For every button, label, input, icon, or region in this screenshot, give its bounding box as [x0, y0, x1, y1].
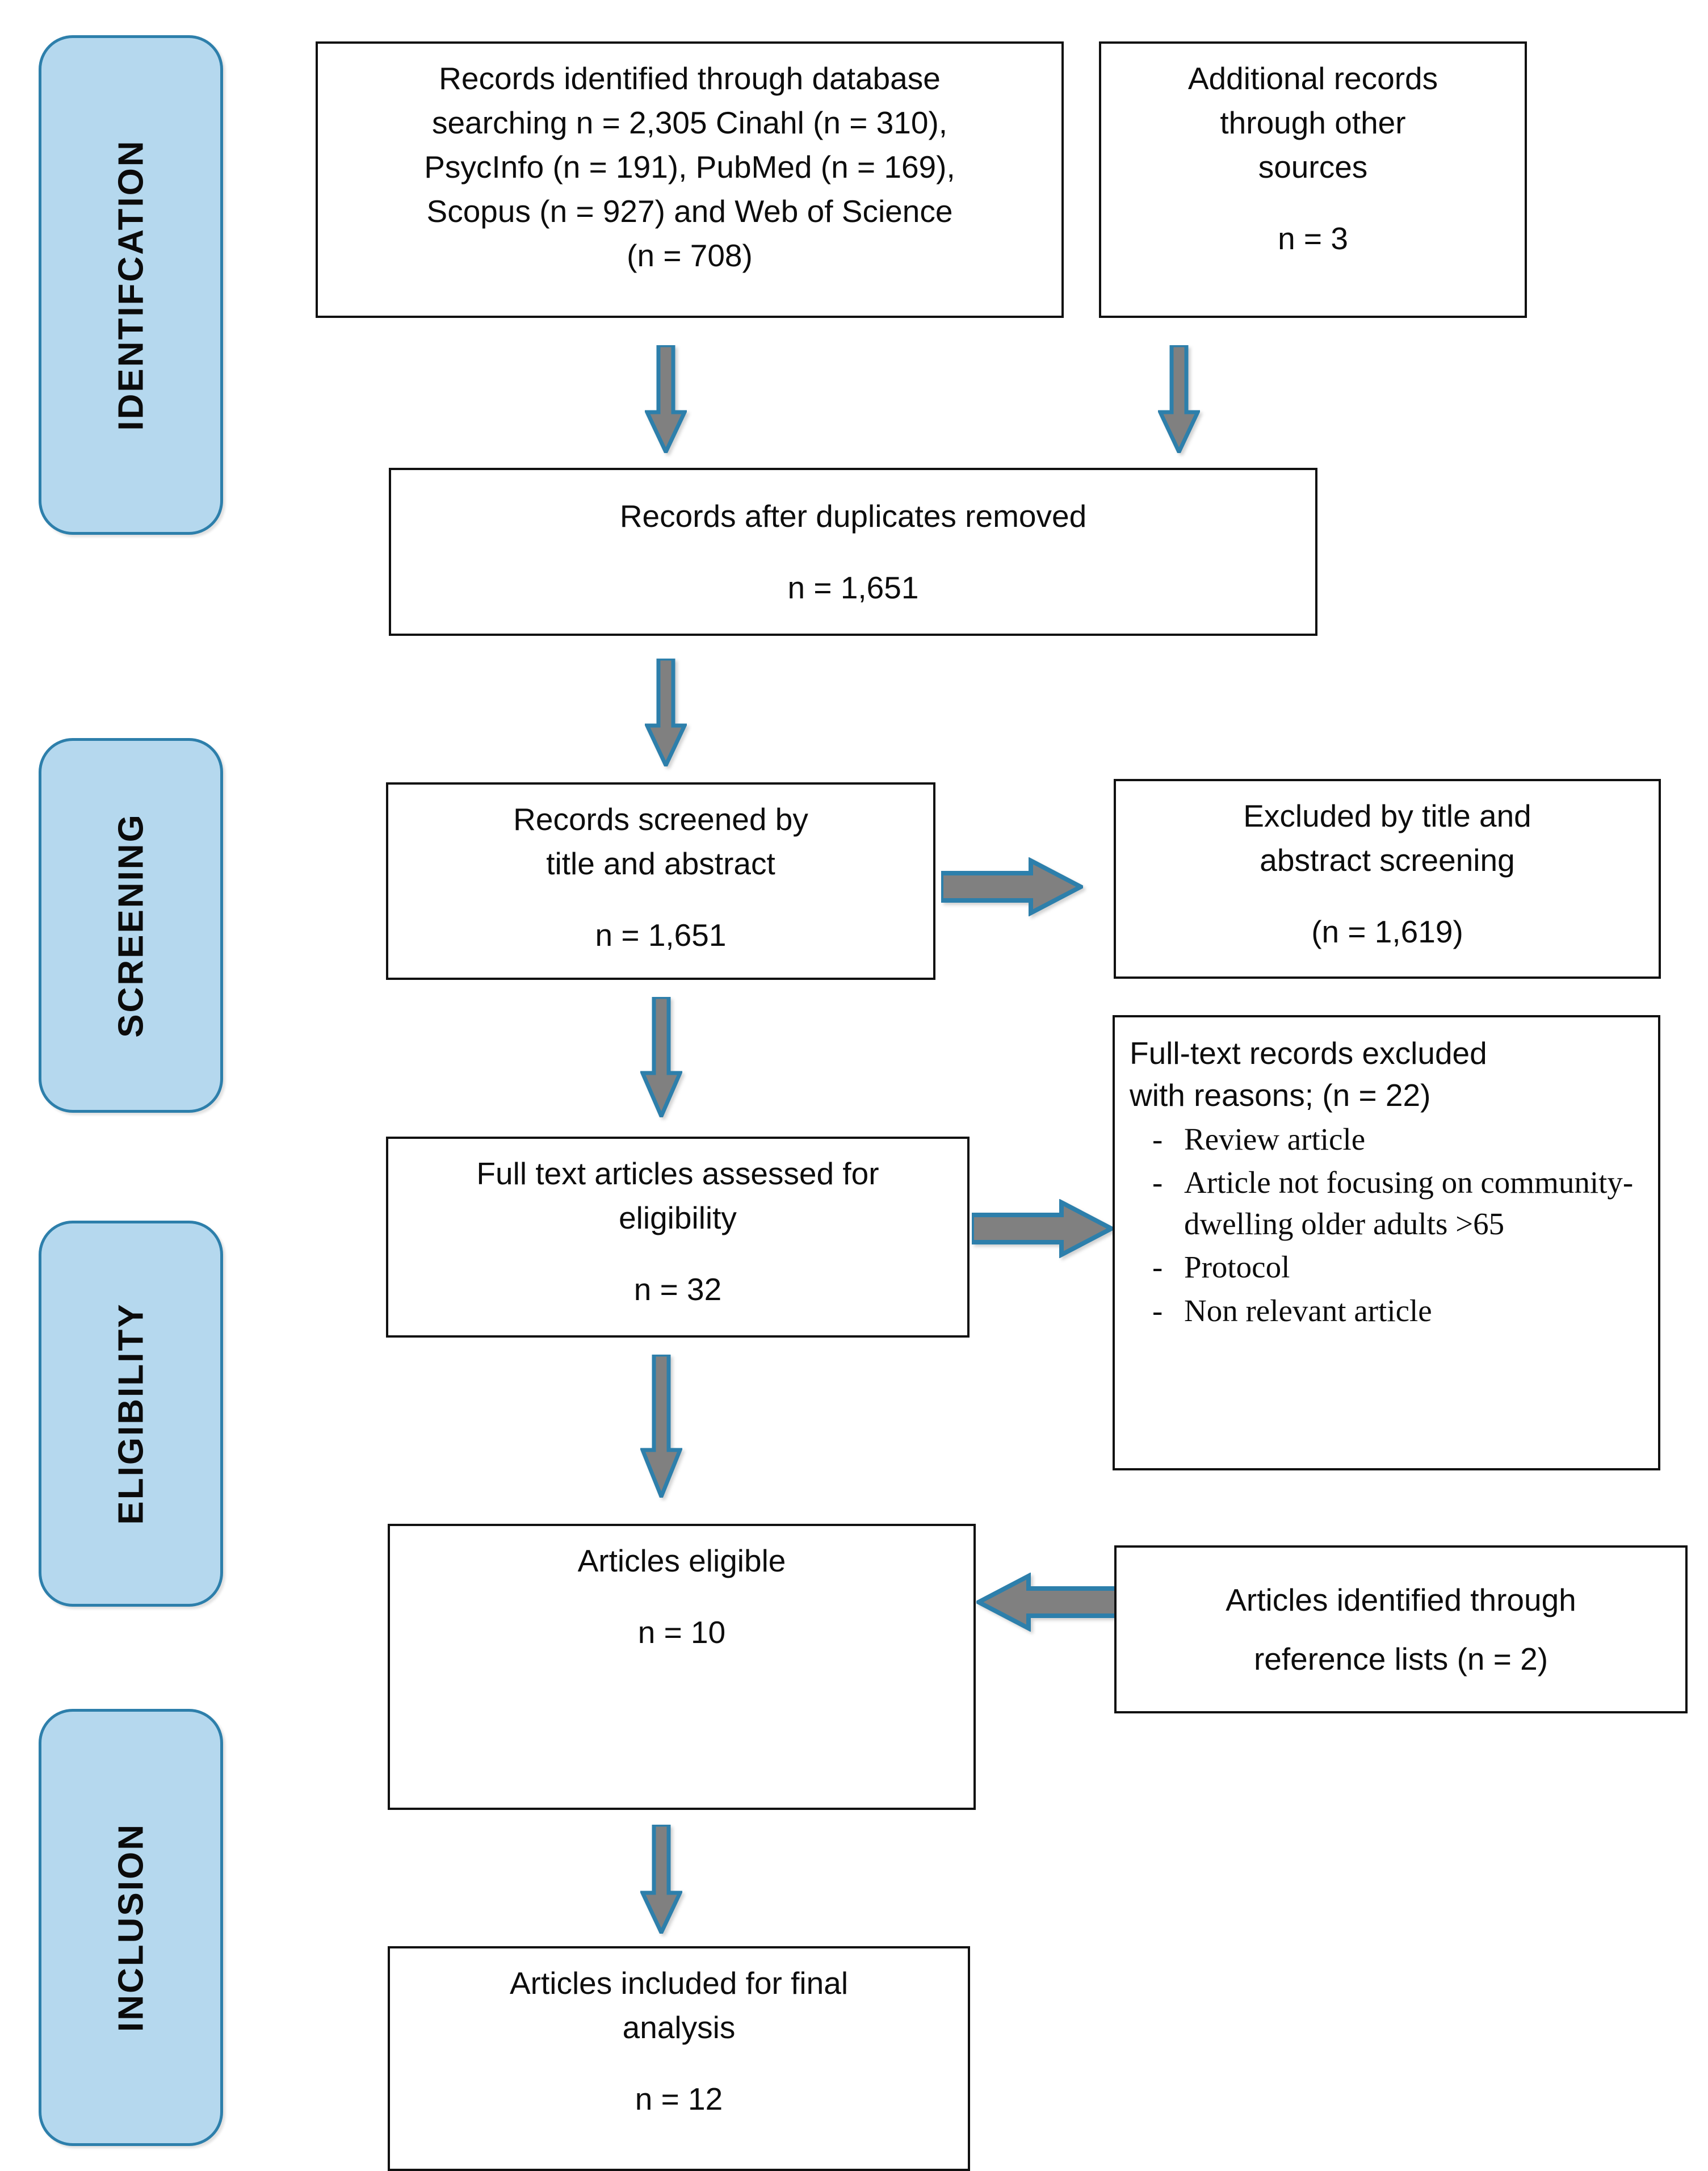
box-articles-eligible: Articles eligible n = 10 [388, 1524, 976, 1810]
arrow-down-to-final-included [640, 1825, 682, 1934]
box-records-screened: Records screened by title and abstract n… [386, 782, 935, 980]
articles-eligible-count: n = 10 [637, 1615, 726, 1650]
records-screened-count: n = 1,651 [595, 917, 727, 953]
list-item: - Review article [1130, 1119, 1647, 1160]
database-search-line4: Scopus (n = 927) and Web of Science [426, 194, 953, 229]
box-other-sources: Additional records through other sources… [1099, 41, 1527, 318]
stage-label-screening: SCREENING [111, 813, 150, 1038]
reference-lists-line2: reference lists (n = 2) [1253, 1641, 1548, 1677]
stage-pill-identification: IDENTIFCATION [39, 35, 223, 535]
arrow-left-from-reference-lists [976, 1573, 1118, 1632]
excluded-screening-line2: abstract screening [1260, 843, 1515, 878]
articles-eligible-line1: Articles eligible [577, 1543, 786, 1578]
box-final-included: Articles included for final analysis n =… [388, 1946, 970, 2171]
box-excluded-screening: Excluded by title and abstract screening… [1114, 779, 1661, 979]
fulltext-excluded-head-line1: Full-text records excluded [1130, 1036, 1487, 1071]
stage-pill-screening: SCREENING [39, 738, 223, 1113]
box-database-search: Records identified through database sear… [316, 41, 1064, 318]
database-search-line2: searching n = 2,305 Cinahl (n = 310), [431, 105, 948, 141]
dash-bullet: - [1152, 1121, 1163, 1156]
reason-text: Article not focusing on community-dwelli… [1184, 1165, 1634, 1241]
reason-text: Review article [1184, 1121, 1366, 1156]
stage-label-inclusion: INCLUSION [111, 1823, 150, 2032]
box-reference-lists: Articles identified through reference li… [1114, 1545, 1688, 1713]
duplicates-removed-count: n = 1,651 [787, 570, 919, 605]
box-fulltext-excluded: Full-text records excluded with reasons;… [1113, 1015, 1660, 1470]
reason-text: Non relevant article [1184, 1293, 1432, 1328]
list-item: - Protocol [1130, 1247, 1647, 1288]
arrow-down-to-articles-eligible [640, 1355, 682, 1498]
fulltext-excluded-head-line2: with reasons; (n = 22) [1130, 1078, 1431, 1113]
stage-pill-inclusion: INCLUSION [39, 1709, 223, 2146]
records-screened-line1: Records screened by [513, 802, 808, 837]
arrow-down-to-eligibility [640, 997, 682, 1117]
dash-bullet: - [1152, 1250, 1163, 1285]
full-text-assessed-count: n = 32 [633, 1272, 722, 1307]
database-search-line5: (n = 708) [627, 238, 753, 274]
stage-pill-eligibility: ELIGIBILITY [39, 1221, 223, 1607]
box-duplicates-removed: Records after duplicates removed n = 1,6… [389, 468, 1317, 636]
final-included-line2: analysis [622, 2010, 736, 2046]
full-text-assessed-line2: eligibility [619, 1200, 737, 1236]
reason-text: Protocol [1184, 1250, 1290, 1285]
arrow-right-to-excluded-screening [941, 857, 1083, 916]
reference-lists-line1: Articles identified through [1226, 1582, 1576, 1617]
box-full-text-assessed: Full text articles assessed for eligibil… [386, 1137, 970, 1338]
final-included-count: n = 12 [635, 2081, 723, 2117]
other-sources-line3: sources [1258, 149, 1368, 185]
other-sources-line2: through other [1220, 105, 1406, 141]
dash-bullet: - [1152, 1293, 1163, 1328]
duplicates-removed-line1: Records after duplicates removed [619, 498, 1087, 534]
other-sources-count: n = 3 [1278, 221, 1348, 257]
list-item: - Article not focusing on community-dwel… [1130, 1162, 1647, 1244]
final-included-line1: Articles included for final [509, 1965, 849, 2001]
records-screened-line2: title and abstract [546, 846, 775, 882]
dash-bullet: - [1152, 1165, 1163, 1200]
database-search-line1: Records identified through database [439, 61, 941, 96]
fulltext-excluded-reason-list: - Review article - Article not focusing … [1130, 1119, 1647, 1334]
database-search-line3: PsycInfo (n = 191), PubMed (n = 169), [424, 149, 955, 185]
excluded-screening-count: (n = 1,619) [1311, 914, 1463, 950]
arrow-down-to-screening [645, 659, 687, 766]
arrow-down-identification-left [645, 345, 687, 453]
stage-label-eligibility: ELIGIBILITY [111, 1302, 150, 1525]
other-sources-line1: Additional records [1187, 61, 1438, 96]
list-item: - Non relevant article [1130, 1290, 1647, 1332]
arrow-right-to-fulltext-excluded [972, 1199, 1114, 1258]
arrow-down-identification-right [1158, 345, 1200, 453]
stage-label-identification: IDENTIFCATION [111, 139, 150, 431]
full-text-assessed-line1: Full text articles assessed for [476, 1156, 879, 1191]
excluded-screening-line1: Excluded by title and [1243, 798, 1531, 833]
